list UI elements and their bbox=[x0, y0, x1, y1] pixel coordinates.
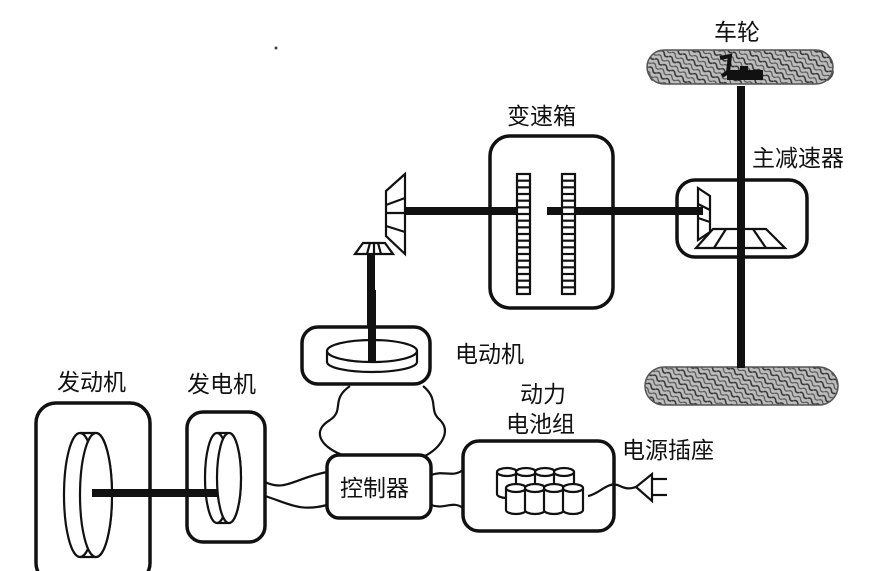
cable-battery-socket bbox=[587, 483, 637, 498]
cable-generator-controller-top bbox=[264, 470, 328, 487]
gearbox-gear-left bbox=[515, 172, 532, 296]
battery-cell bbox=[542, 482, 566, 516]
engine-label: 发动机 bbox=[57, 370, 126, 396]
generator-label: 发电机 bbox=[187, 372, 256, 398]
motor-label: 电动机 bbox=[455, 342, 524, 368]
controller-box bbox=[325, 453, 433, 520]
generator-rotor bbox=[203, 431, 243, 525]
cable-controller-battery-top bbox=[430, 469, 464, 477]
battery-label-line1: 动力 bbox=[520, 382, 566, 408]
battery-cell bbox=[561, 482, 585, 516]
battery-cells bbox=[495, 466, 585, 516]
gearbox-label: 变速箱 bbox=[507, 104, 576, 130]
engine-generator-shaft bbox=[92, 489, 218, 497]
output-shaft bbox=[547, 207, 703, 215]
battery-label-line2: 电池组 bbox=[506, 412, 575, 438]
power-plug-icon bbox=[634, 471, 667, 504]
gearbox-box bbox=[488, 134, 615, 310]
gearbox-gear-right bbox=[560, 172, 577, 296]
power-socket-label: 电源插座 bbox=[622, 438, 714, 464]
wheel-label: 车轮 bbox=[714, 20, 760, 46]
bevel-gear-vertical bbox=[384, 171, 407, 257]
cable-motor-controller-left bbox=[318, 385, 351, 458]
cable-motor-controller-right bbox=[422, 385, 446, 457]
stray-dot bbox=[274, 46, 278, 50]
wheel-bottom bbox=[644, 366, 839, 406]
battery-cell bbox=[504, 482, 528, 516]
cable-controller-battery-bottom bbox=[430, 503, 464, 509]
bevel-gear-horizontal bbox=[352, 241, 396, 256]
controller-label: 控制器 bbox=[340, 476, 409, 502]
input-shaft bbox=[405, 207, 529, 215]
cable-generator-controller-bottom bbox=[264, 494, 328, 509]
wheel-top bbox=[646, 49, 834, 85]
battery-cell bbox=[523, 482, 547, 516]
final-drive-label: 主减速器 bbox=[752, 146, 844, 172]
